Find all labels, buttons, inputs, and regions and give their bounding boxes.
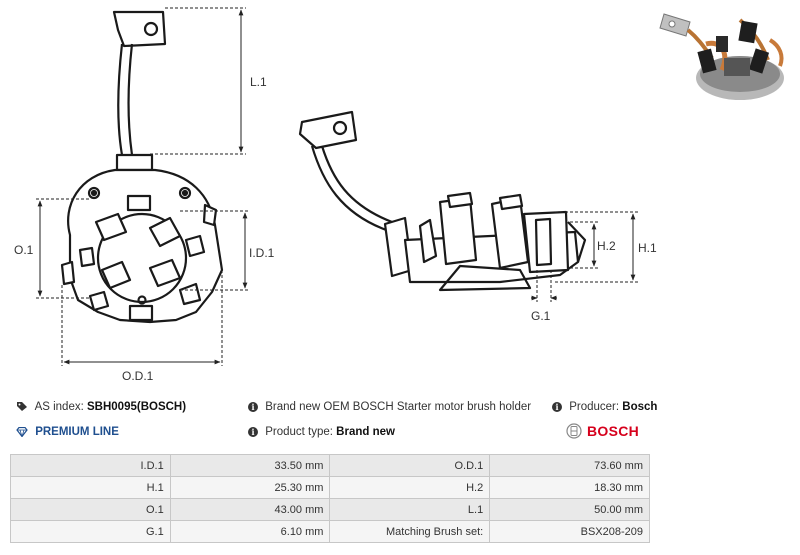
product-type-label: Product type:	[265, 426, 333, 438]
spec-value: 50.00 mm	[489, 498, 650, 521]
inner-bore	[96, 212, 188, 304]
dim-label-h1: H.1	[638, 241, 657, 255]
brush-box	[94, 212, 128, 242]
spec-label: O.1	[10, 498, 171, 521]
premium-line: PREMIUM LINE	[16, 426, 119, 438]
side-view-dimensions	[531, 211, 640, 302]
product-type: i Product type: Brand new	[248, 426, 395, 438]
terminal-lug-side	[298, 110, 358, 150]
dim-label-o1: O.1	[14, 243, 34, 257]
technical-drawing: L.1 O.1 I.D.1 O.D.1 H.1 H	[14, 0, 800, 383]
brush-holder-side	[438, 196, 478, 266]
brand-logo: BOSCH	[566, 423, 639, 439]
dim-label-od1: O.D.1	[122, 369, 154, 383]
brand-logo-text: BOSCH	[587, 423, 640, 439]
info-icon: i	[248, 401, 258, 412]
producer-value: Bosch	[622, 401, 658, 413]
table-row: H.1 25.30 mm H.2 18.30 mm	[10, 476, 650, 499]
premium-line-text: PREMIUM LINE	[35, 426, 119, 438]
bosch-logo-icon	[566, 423, 582, 439]
spec-value: 73.60 mm	[489, 454, 650, 477]
front-view-dimensions	[36, 7, 250, 366]
info-icon: i	[552, 401, 562, 412]
product-photo	[650, 0, 800, 115]
dim-label-id1: I.D.1	[249, 246, 275, 260]
spec-value: 25.30 mm	[169, 476, 331, 499]
spec-label: L.1	[329, 498, 491, 521]
tag-icon	[17, 402, 27, 412]
spec-label: Matching Brush set:	[329, 520, 491, 543]
front-view	[60, 10, 224, 324]
spec-value: 18.30 mm	[489, 476, 650, 499]
braided-wire	[117, 43, 124, 156]
spec-label: G.1	[10, 520, 171, 543]
dim-label-h2: H.2	[597, 239, 616, 253]
spec-value: BSX208-209	[489, 520, 650, 543]
spec-label: H.2	[329, 476, 491, 499]
producer: i Producer: Bosch	[552, 401, 657, 413]
spec-label: I.D.1	[10, 454, 171, 477]
terminal-hole	[143, 21, 159, 37]
producer-label: Producer:	[569, 401, 620, 413]
description-text: Brand new OEM BOSCH Starter motor brush …	[265, 401, 532, 413]
table-row: I.D.1 33.50 mm O.D.1 73.60 mm	[10, 454, 650, 477]
as-index-label: AS index:	[34, 401, 84, 413]
spec-value: 33.50 mm	[169, 454, 331, 477]
product-type-value: Brand new	[336, 426, 395, 438]
side-view	[298, 110, 587, 292]
specs-table: I.D.1 33.50 mm O.D.1 73.60 mm H.1 25.30 …	[10, 454, 650, 543]
spec-label: O.D.1	[329, 454, 491, 477]
description: i Brand new OEM BOSCH Starter motor brus…	[248, 401, 531, 413]
table-row: G.1 6.10 mm Matching Brush set: BSX208-2…	[10, 520, 650, 543]
terminal-lug	[112, 10, 167, 48]
spec-value: 6.10 mm	[169, 520, 331, 543]
as-index: AS index: SBH0095(BOSCH)	[16, 401, 186, 413]
table-row: O.1 43.00 mm L.1 50.00 mm	[10, 498, 650, 521]
spec-value: 43.00 mm	[169, 498, 331, 521]
dim-label-g1: G.1	[531, 309, 551, 323]
dim-label-l1: L.1	[250, 75, 267, 89]
as-index-value: SBH0095(BOSCH)	[87, 401, 187, 413]
diamond-icon	[16, 426, 28, 437]
info-icon: i	[248, 426, 258, 437]
spec-label: H.1	[10, 476, 171, 499]
